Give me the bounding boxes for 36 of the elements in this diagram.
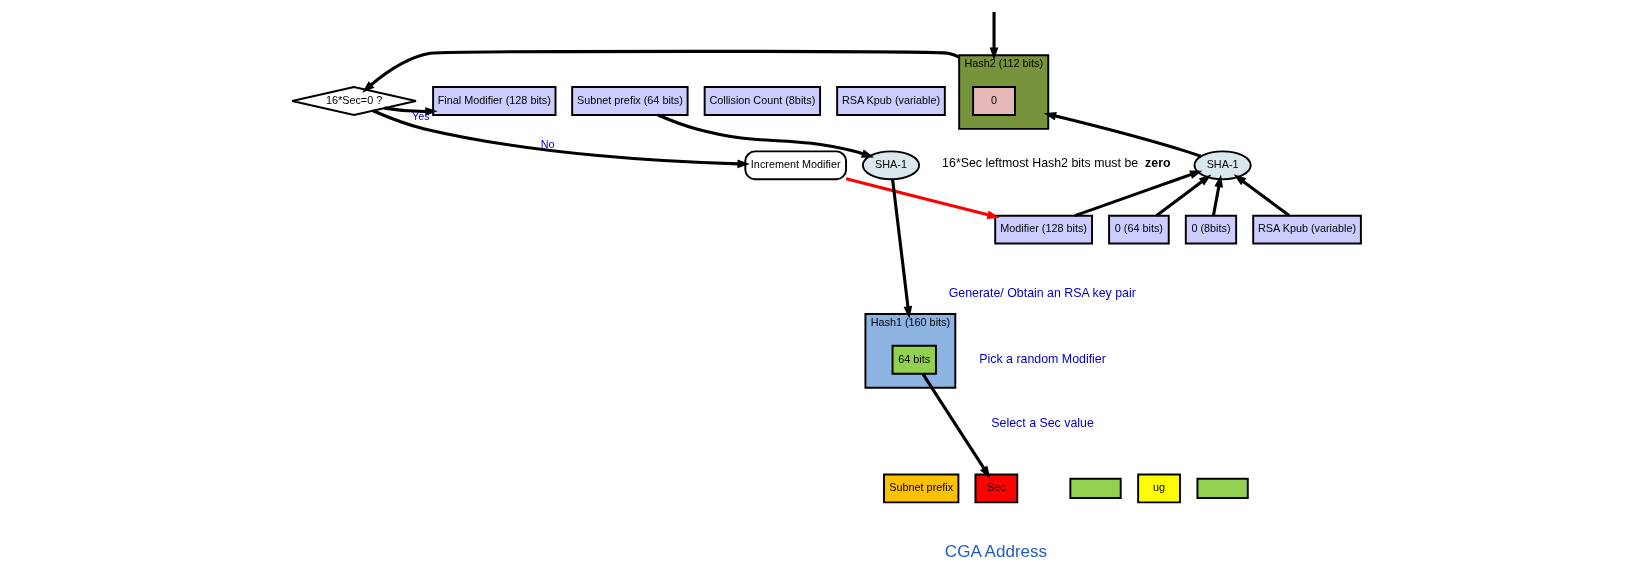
arrow [371, 109, 750, 169]
label: Pick a random Modifier [978, 351, 1106, 366]
node-box: 0 (8bits) [1184, 214, 1237, 245]
node-box: RSA Kpub (variable) [1251, 214, 1362, 245]
node-box: RSA Kpub (variable) [835, 86, 946, 116]
arrow [1155, 174, 1211, 217]
arrow [845, 177, 1000, 219]
edge-label: No [540, 138, 555, 151]
node-box: Subnet prefix [882, 473, 959, 504]
node-box: 0 [971, 86, 1016, 116]
arrow [921, 373, 990, 479]
node-bar [1195, 477, 1249, 500]
node-bar [1068, 477, 1122, 500]
arrow [1233, 174, 1290, 217]
arrow [383, 106, 438, 116]
arrow [656, 113, 874, 158]
arrow [1074, 170, 1202, 218]
node-box: Sec [973, 473, 1018, 504]
arrow [1211, 174, 1223, 216]
node-box: ug [1136, 473, 1181, 504]
node-box: Collision Count (8bits) [703, 86, 821, 116]
node-box: 0 (64 bits) [1107, 214, 1170, 245]
arrow [361, 49, 960, 93]
node-box: 64 bits [891, 344, 937, 375]
node-box: Increment Modifier [743, 150, 847, 181]
arrow [989, 11, 998, 60]
label: CGA Address [944, 542, 1047, 562]
node-box: Final Modifier (128 bits) [431, 86, 556, 116]
arrow [890, 179, 912, 319]
node-box: Subnet prefix (64 bits) [570, 86, 689, 116]
label: Select a Sec value [990, 416, 1094, 431]
node-ellipse: SHA-1 [1193, 150, 1252, 181]
arrow [1043, 111, 1201, 158]
label: 16*Sec leftmost Hash2 bits must be zero [941, 156, 1171, 171]
label: Generate/ Obtain an RSA key pair [948, 285, 1136, 300]
node-box: Modifier (128 bits) [993, 214, 1093, 245]
